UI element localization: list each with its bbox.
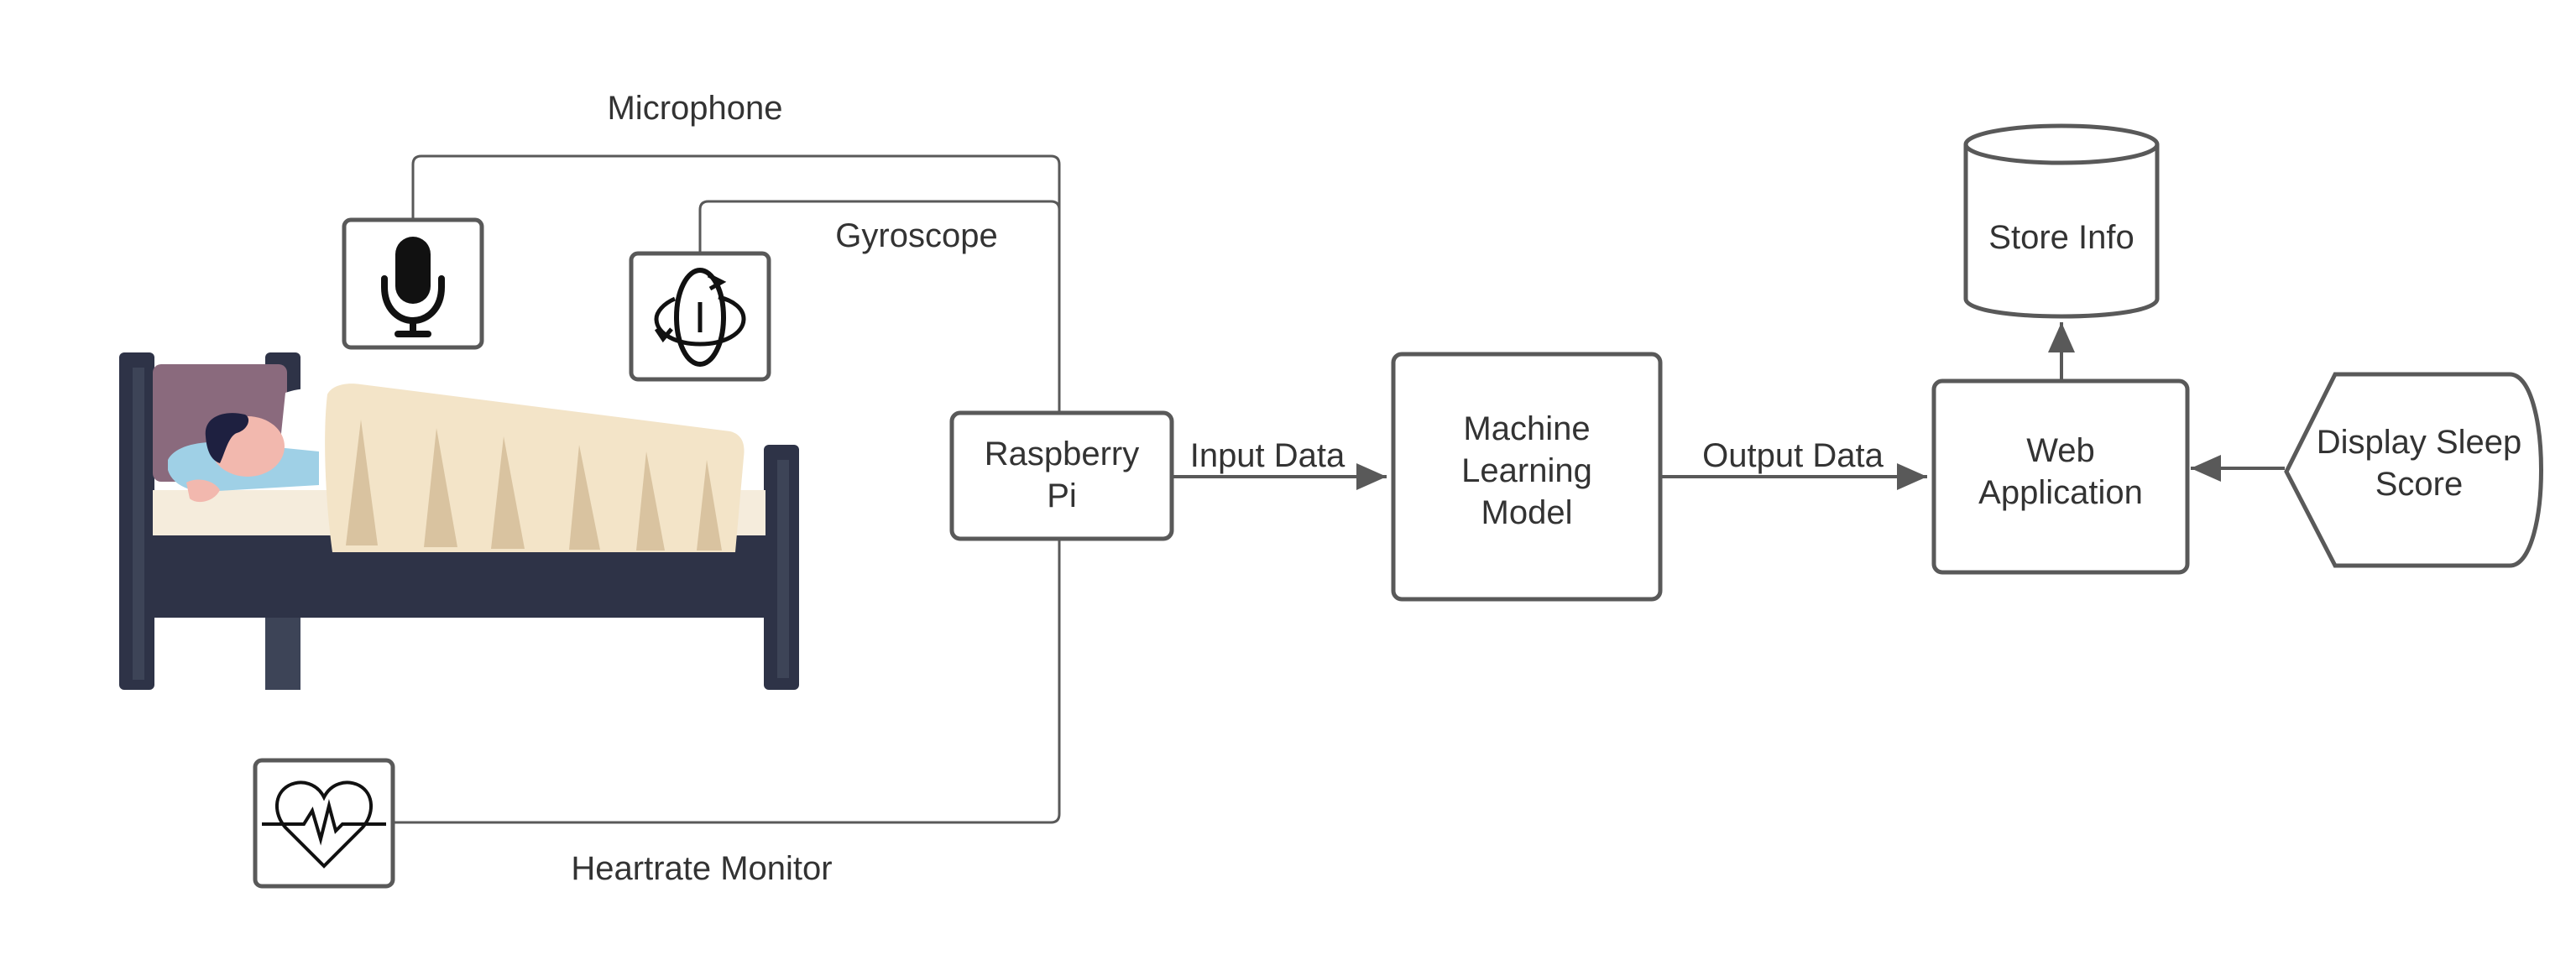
heartrate-connector <box>393 537 1061 824</box>
person-hand <box>186 479 220 503</box>
heartrate-sensor <box>253 758 395 889</box>
store-info-node: Store Info <box>1963 123 2160 319</box>
sleeping-person-illustration <box>119 352 799 690</box>
web-app-box <box>1931 378 2190 575</box>
web-app-label-1: Web <box>2026 432 2095 469</box>
output-data-label: Output Data <box>1702 437 1884 474</box>
microphone-capsule <box>395 237 431 304</box>
database-top <box>1963 123 2160 165</box>
heart-pulse-icon <box>262 780 386 869</box>
ml-model-label-1: Machine <box>1463 410 1590 447</box>
pulse-line <box>262 799 386 846</box>
display-sleep-score-node: Display Sleep Score <box>2284 372 2543 568</box>
gyroscope-arrow-top <box>707 273 727 291</box>
heartrate-label: Heartrate Monitor <box>571 850 832 887</box>
ml-model-label-2: Learning <box>1461 452 1592 489</box>
display-label-1: Display Sleep <box>2317 424 2522 461</box>
flow-arrows <box>1168 322 2285 490</box>
store-info-label: Store Info <box>1988 219 2134 256</box>
blanket-fold <box>569 445 600 550</box>
raspberry-pi-node: Raspberry Pi <box>949 410 1174 541</box>
bed-footpost-highlight <box>777 460 789 678</box>
blanket <box>325 384 745 552</box>
ml-model-node: Machine Learning Model <box>1391 352 1663 602</box>
gyroscope-connector <box>698 200 1061 411</box>
gyroscope-ring-vertical <box>674 268 726 367</box>
gyroscope-ring-horizontal <box>654 295 746 347</box>
display-shape <box>2284 372 2543 568</box>
raspberry-pi-box <box>949 410 1174 541</box>
web-app-node: Web Application <box>1931 378 2190 575</box>
gyroscope-label: Gyroscope <box>835 217 997 254</box>
gyroscope-icon <box>654 268 746 367</box>
ml-model-box <box>1391 352 1663 602</box>
blanket-fold <box>697 460 722 551</box>
blanket-fold <box>491 436 525 549</box>
heart-outline <box>274 780 374 869</box>
blanket-fold <box>424 428 457 547</box>
microphone-sensor <box>342 217 484 350</box>
web-app-label-2: Application <box>1978 474 2143 511</box>
raspberry-pi-label-2: Pi <box>1047 478 1077 514</box>
display-label-2: Score <box>2375 466 2464 503</box>
bed-leg <box>265 618 300 690</box>
person-hair <box>205 413 249 463</box>
database-cylinder <box>1963 144 2160 319</box>
input-data-label: Input Data <box>1190 437 1345 474</box>
microphone-icon <box>381 237 445 337</box>
gyroscope-sensor <box>629 251 771 382</box>
raspberry-pi-label-1: Raspberry <box>985 436 1140 472</box>
blanket-fold <box>346 420 378 545</box>
sensor-connectors <box>393 154 1061 824</box>
blanket-folds <box>346 420 722 551</box>
microphone-label: Microphone <box>607 90 782 127</box>
ml-model-label-3: Model <box>1481 494 1573 531</box>
gyroscope-arrow-left <box>654 327 673 343</box>
bed-headpost-highlight <box>133 368 144 680</box>
blanket-fold <box>636 451 665 551</box>
microphone-connector <box>411 154 1061 411</box>
